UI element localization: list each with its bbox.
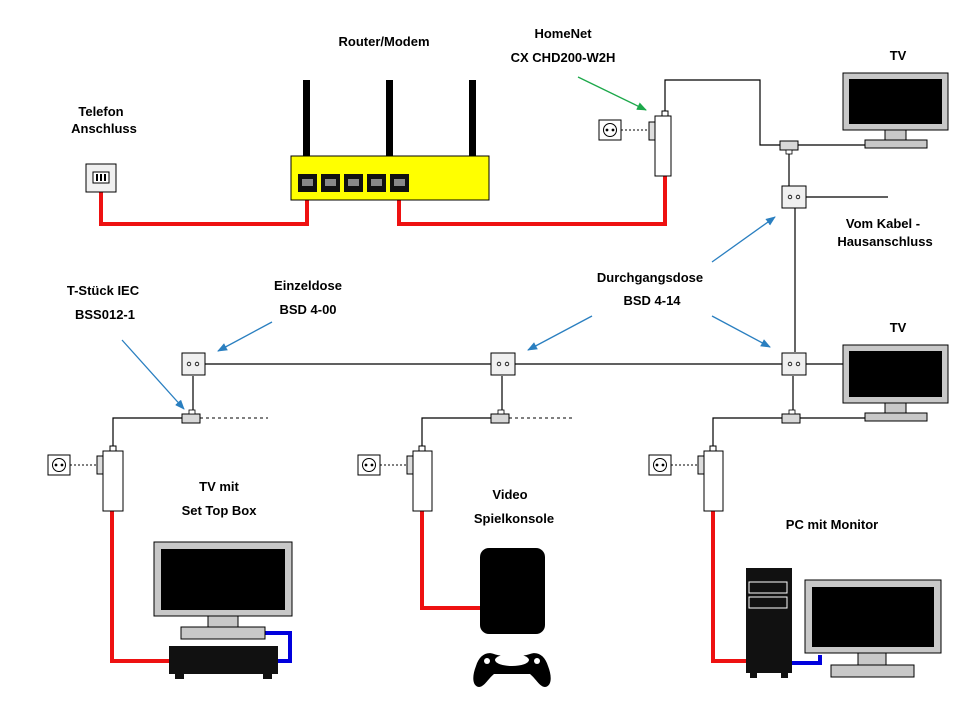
pc-with-monitor [746, 568, 942, 678]
label-homenet-model: CX CHD200-W2H [511, 50, 616, 65]
power-outlet-icon [648, 454, 704, 476]
arrow-einzeldose [217, 321, 273, 352]
label-tv-mid: TV [890, 320, 907, 335]
label-tv-mit: TV mit [199, 479, 239, 494]
label-telefon: Telefon [78, 104, 123, 119]
cable-homenet-console [420, 510, 480, 610]
label-einzeldose: Einzeldose [274, 278, 342, 293]
label-homenet: HomeNet [534, 26, 592, 41]
label-kabel: Vom Kabel - [846, 216, 920, 231]
arrow-durchgang-2 [527, 315, 593, 351]
coax-homenet-top [664, 79, 780, 146]
arrow-tstueck [121, 339, 185, 410]
cable-homenet-pc [711, 510, 746, 663]
label-tv-top: TV [890, 48, 907, 63]
gamepad-icon [473, 653, 551, 687]
arrow-homenet [577, 76, 647, 111]
t-connector [490, 409, 510, 424]
label-tstueck-model: BSS012-1 [75, 307, 135, 322]
power-outlet-icon [598, 119, 655, 141]
tv-mid [842, 344, 949, 422]
wall-socket [181, 352, 206, 376]
router [290, 80, 490, 201]
label-spielkonsole: Spielkonsole [474, 511, 554, 526]
homenet-adapter [406, 445, 433, 512]
cable-telefon-router [99, 192, 309, 226]
coax-network [112, 79, 888, 447]
antenna [386, 80, 393, 162]
arrow-durchgang-3 [711, 315, 771, 348]
power-outlet-icon [47, 454, 103, 476]
label-tstueck: T-Stück IEC [67, 283, 140, 298]
label-pc-monitor: PC mit Monitor [786, 517, 878, 532]
antenna [469, 80, 476, 162]
labels: Router/Modem HomeNet CX CHD200-W2H TV Te… [67, 26, 933, 532]
label-router: Router/Modem [339, 34, 430, 49]
homenet-adapter [697, 445, 724, 512]
coax-tee-mid-homenet [421, 417, 491, 447]
wall-socket [781, 352, 807, 376]
cable-stb-tv [264, 631, 292, 663]
t-connector [181, 409, 201, 424]
label-durchgangsdose: Durchgangsdose [597, 270, 703, 285]
tv-set-top-box [153, 541, 293, 679]
label-durchgangsdose-model: BSD 4-14 [623, 293, 681, 308]
t-connector [779, 140, 799, 155]
power-outlet-icon [357, 454, 413, 476]
antenna [303, 80, 310, 162]
t-connector [781, 409, 801, 424]
ethernet-cables [99, 176, 746, 663]
cable-homenet-stb [110, 510, 170, 663]
hdmi-cables [264, 631, 822, 665]
tv-top [842, 72, 949, 149]
homenet-adapter [96, 445, 124, 512]
label-set-top-box: Set Top Box [182, 503, 258, 518]
wall-socket [781, 185, 807, 209]
label-hausanschluss: Hausanschluss [837, 234, 932, 249]
label-einzeldose-model: BSD 4-00 [279, 302, 336, 317]
label-video: Video [492, 487, 527, 502]
wall-socket [490, 352, 516, 376]
set-top-box [169, 646, 278, 674]
arrow-durchgang-1 [711, 216, 776, 263]
coax-tee-right-homenet [712, 417, 782, 447]
label-anschluss: Anschluss [71, 121, 137, 136]
cable-pc-monitor [792, 655, 822, 665]
homenet-adapter [648, 110, 672, 177]
telefon-jack [85, 163, 117, 193]
annotation-arrows [121, 76, 776, 410]
coax-tee-left-homenet [112, 417, 182, 447]
game-console [473, 548, 551, 687]
cable-router-homenet [397, 176, 667, 226]
